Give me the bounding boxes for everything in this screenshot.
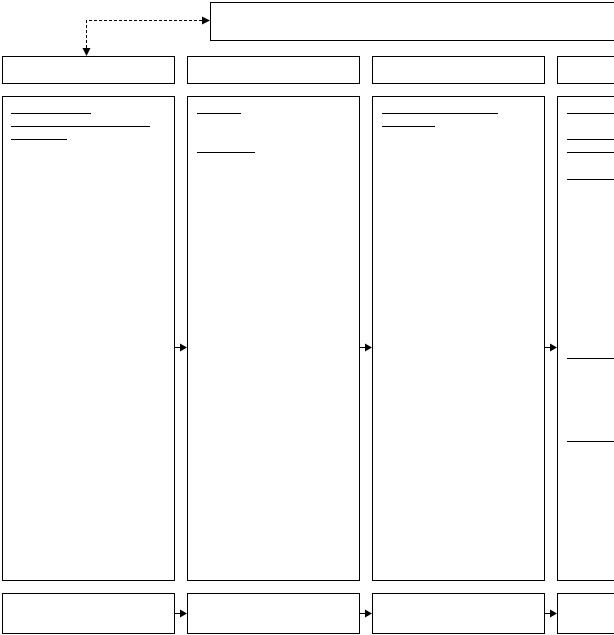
body-arrowhead [180, 343, 187, 352]
column-4-footer-box [557, 593, 614, 634]
footer-arrowhead [365, 609, 372, 618]
column-1-body-box [2, 96, 175, 581]
column-4-body-box [557, 96, 614, 581]
footer-arrowhead [180, 609, 187, 618]
body-arrow-3-to-4 [545, 343, 557, 352]
column-2-header-box [187, 56, 360, 84]
footer-arrow-1-to-2 [175, 609, 187, 618]
footer-arrow-2-to-3 [360, 609, 372, 618]
column-1-footer-box [2, 593, 175, 634]
column-4-header-box [557, 56, 614, 84]
column-2-rules [197, 113, 255, 153]
body-arrow-1-to-2 [175, 343, 187, 352]
column-4-rules [567, 113, 614, 442]
dashed-arrowhead-right [202, 16, 210, 25]
footer-arrowhead [550, 609, 557, 618]
column-2-body-box [187, 96, 360, 581]
column-2-footer-box [187, 593, 360, 634]
dashed-connector [82, 16, 210, 56]
top-banner-box [210, 2, 614, 41]
dashed-arrowhead-down [82, 48, 91, 56]
column-3-rules [382, 113, 498, 127]
column-3-header-box [372, 56, 545, 84]
body-arrowhead [365, 343, 372, 352]
column-3-footer-box [372, 593, 545, 634]
body-arrowhead [550, 343, 557, 352]
column-3-body-box [372, 96, 545, 581]
footer-arrow-3-to-4 [545, 609, 557, 618]
column-1-header-box [2, 56, 175, 84]
body-arrow-2-to-3 [360, 343, 372, 352]
column-1-rules [11, 113, 150, 140]
